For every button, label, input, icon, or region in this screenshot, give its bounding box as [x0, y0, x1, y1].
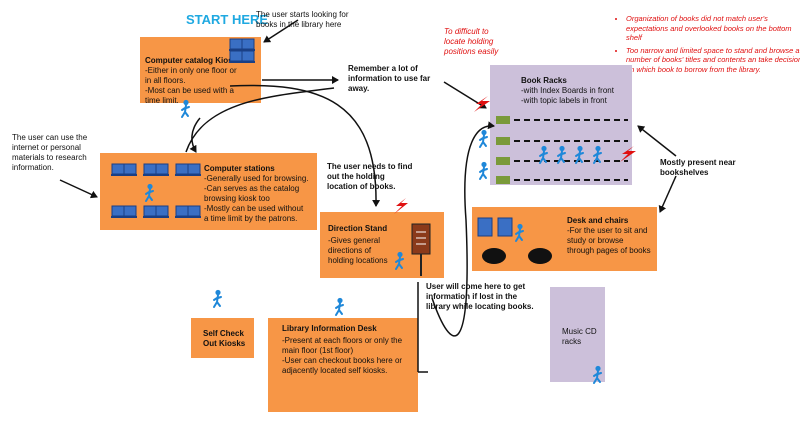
information-desk-box — [268, 318, 418, 412]
issue-organization: Organization of books did not match user… — [626, 14, 800, 43]
book-racks-panel — [490, 65, 632, 185]
issue-narrow-space: Too narrow and limited space to stand an… — [626, 46, 800, 75]
direction-body: -Gives general directions of holding loc… — [328, 236, 388, 265]
remember-note: Remember a lot of information to use far… — [348, 64, 431, 93]
arrow-note-to-stations — [59, 179, 98, 199]
direction-title: Direction Stand — [328, 224, 388, 233]
start-description: The user starts looking for books in the… — [256, 10, 349, 29]
music-cd-label: Music CD racks — [562, 327, 597, 346]
arrow-mostly-to-racks — [637, 125, 677, 157]
catalog-body: -Either in only one floor or in all floo… — [145, 66, 237, 105]
near-bookshelves-note: Mostly present near bookshelves — [660, 158, 736, 177]
path-catalog-to-stations — [189, 117, 201, 153]
desk-title: Desk and chairs — [567, 216, 629, 225]
holding-difficulty-note: To difficult to locate holding positions… — [444, 27, 499, 56]
self-check-out-box — [191, 318, 254, 358]
external-resources-note: The user can use the internet or persona… — [12, 133, 88, 172]
lost-user-note: User will come here to get information i… — [426, 282, 534, 311]
catalog-title: Computer catalog Kiosk — [145, 56, 238, 65]
info-desk-title: Library Information Desk — [282, 324, 377, 333]
self-check-label: Self Check Out Kiosks — [203, 329, 246, 348]
stations-body: -Generally used for browsing. -Can serve… — [204, 174, 309, 223]
info-desk-body: -Present at each floors or only the main… — [282, 336, 403, 375]
usability-issues-list: Organization of books did not match user… — [614, 14, 800, 78]
arrow-remember-to-racks — [443, 81, 487, 109]
racks-title: Book Racks — [521, 76, 567, 85]
stations-title: Computer stations — [204, 164, 275, 173]
racks-body: -with Index Boards in front -with topic … — [521, 86, 614, 105]
start-here-title: START HERE — [186, 12, 269, 27]
desk-body: -For the user to sit and study or browse… — [567, 226, 651, 255]
find-location-note: The user needs to find out the holding l… — [327, 162, 413, 191]
arrow-mostly-to-desk — [658, 175, 677, 213]
